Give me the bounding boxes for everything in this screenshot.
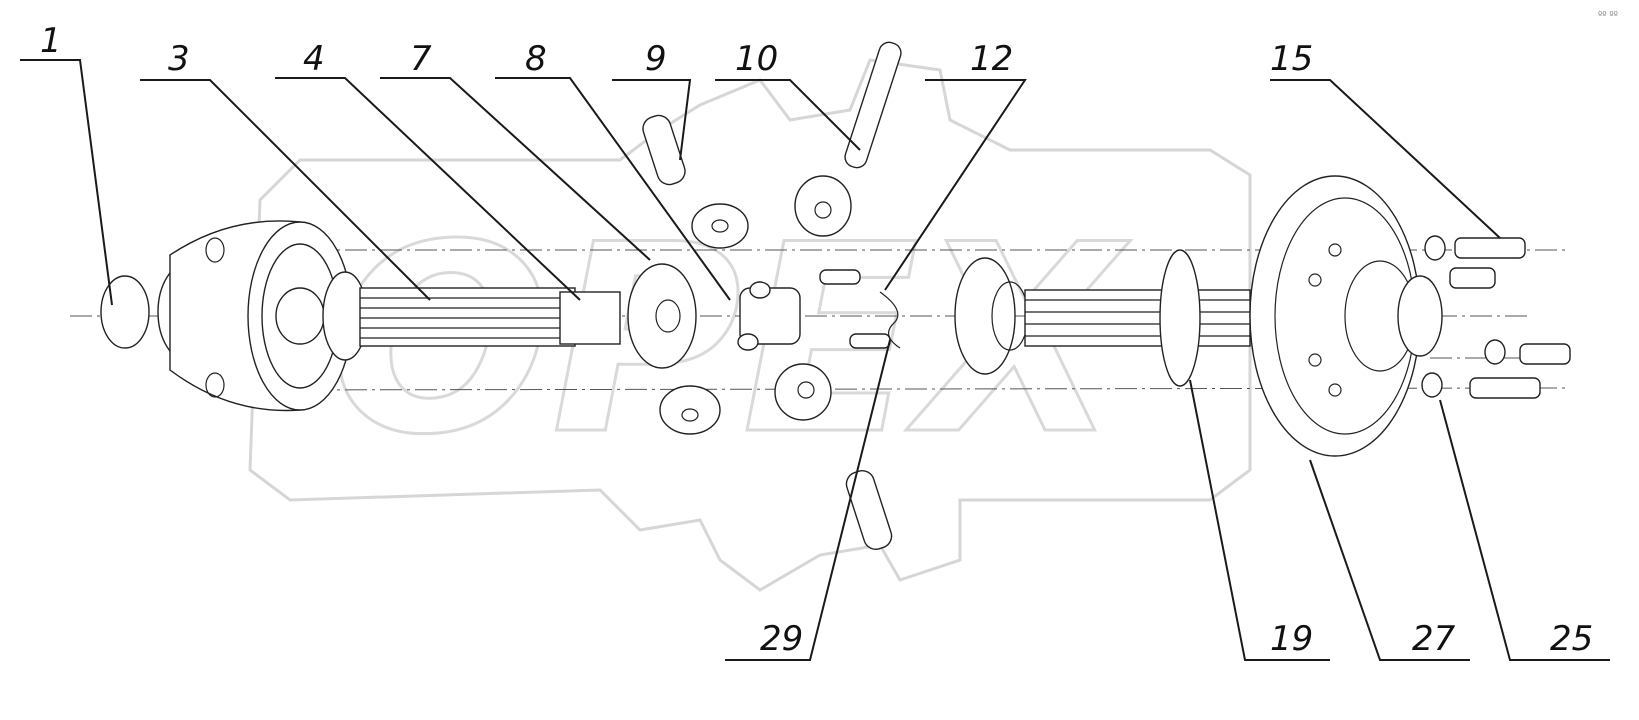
pinion-hole xyxy=(797,381,815,399)
housing-end-cap xyxy=(100,275,150,349)
side-gear-body xyxy=(627,263,697,369)
callout-8: 8 xyxy=(525,39,547,79)
bolt xyxy=(1449,267,1496,289)
pinion-gear-bottom-right xyxy=(774,363,832,421)
corner-mark: ºº ºº xyxy=(1598,11,1618,21)
bolt-hole xyxy=(1328,243,1342,257)
callout-1: 1 xyxy=(40,21,62,61)
pinion-gear-top-left xyxy=(691,203,749,249)
side-gear-hub xyxy=(655,299,681,333)
callout-7: 7 xyxy=(410,39,432,79)
housing-window xyxy=(205,237,225,263)
spider-arm xyxy=(737,333,759,351)
callout-4: 4 xyxy=(303,39,325,79)
callout-29: 29 xyxy=(760,619,803,659)
callout-9: 9 xyxy=(645,39,667,79)
leader-15 xyxy=(1270,79,1501,239)
housing-window xyxy=(205,372,225,398)
pins xyxy=(642,41,902,550)
callout-10: 10 xyxy=(735,39,778,79)
housing-bore xyxy=(275,287,325,345)
shaft-body xyxy=(359,287,576,347)
washer-25 xyxy=(1421,372,1443,398)
bolts-and-washers xyxy=(1421,235,1571,399)
bolt-hole xyxy=(1328,383,1342,397)
splined-shaft-left xyxy=(359,287,621,347)
spider-cross xyxy=(737,281,801,351)
shaft-ribs xyxy=(559,291,621,345)
callout-15: 15 xyxy=(1270,39,1313,79)
pinion-gear-top-right xyxy=(794,175,852,237)
leader-29 xyxy=(725,339,891,661)
leader-1 xyxy=(20,59,113,306)
shaft-body-right xyxy=(1024,289,1251,347)
callout-12: 12 xyxy=(970,39,1013,79)
pinion-hole xyxy=(711,219,729,233)
pinion-gear-bottom-left xyxy=(659,385,721,435)
pin-9 xyxy=(642,114,686,186)
small-pin xyxy=(819,269,861,285)
ring-gear-spline xyxy=(1397,275,1443,357)
retaining-clip xyxy=(879,291,901,349)
callout-3: 3 xyxy=(168,39,190,79)
bolt xyxy=(1519,343,1571,365)
leader-8 xyxy=(495,77,731,301)
callout-19: 19 xyxy=(1270,619,1313,659)
ring-gear xyxy=(1249,175,1443,457)
small-pin xyxy=(849,333,891,349)
callout-25: 25 xyxy=(1550,619,1593,659)
pinion-hole xyxy=(681,408,699,422)
pinion-hole xyxy=(814,201,832,219)
leader-7 xyxy=(380,77,651,261)
leader-4 xyxy=(275,77,581,301)
pinion-gears xyxy=(659,175,852,435)
lower-bolt-axis xyxy=(239,387,1571,391)
leader-9 xyxy=(612,79,692,161)
leader-19 xyxy=(1189,379,1330,661)
bolt-hole xyxy=(1308,353,1322,367)
bolt-hole xyxy=(1308,273,1322,287)
washer xyxy=(1484,339,1506,365)
callout-27: 27 xyxy=(1412,619,1456,659)
bolt-15 xyxy=(1454,237,1526,259)
leader-3 xyxy=(140,79,431,301)
spider-arm xyxy=(749,281,771,299)
splined-shaft-right xyxy=(954,249,1251,387)
callout-labels: 1 3 4 7 8 9 10 12 15 29 19 27 25 ºº ºº xyxy=(40,11,1618,659)
leader-25 xyxy=(1439,399,1610,661)
side-gear-right xyxy=(954,257,1016,375)
differential-housing xyxy=(100,220,368,412)
washer xyxy=(1424,235,1446,261)
bolt xyxy=(1469,377,1541,399)
side-gear-left xyxy=(627,263,697,369)
leader-10 xyxy=(715,79,861,151)
leader-27 xyxy=(1309,459,1470,661)
pin-10 xyxy=(844,41,902,169)
leader-lines xyxy=(20,59,1610,661)
washer-19 xyxy=(1159,249,1201,387)
leader-12 xyxy=(884,79,1027,291)
